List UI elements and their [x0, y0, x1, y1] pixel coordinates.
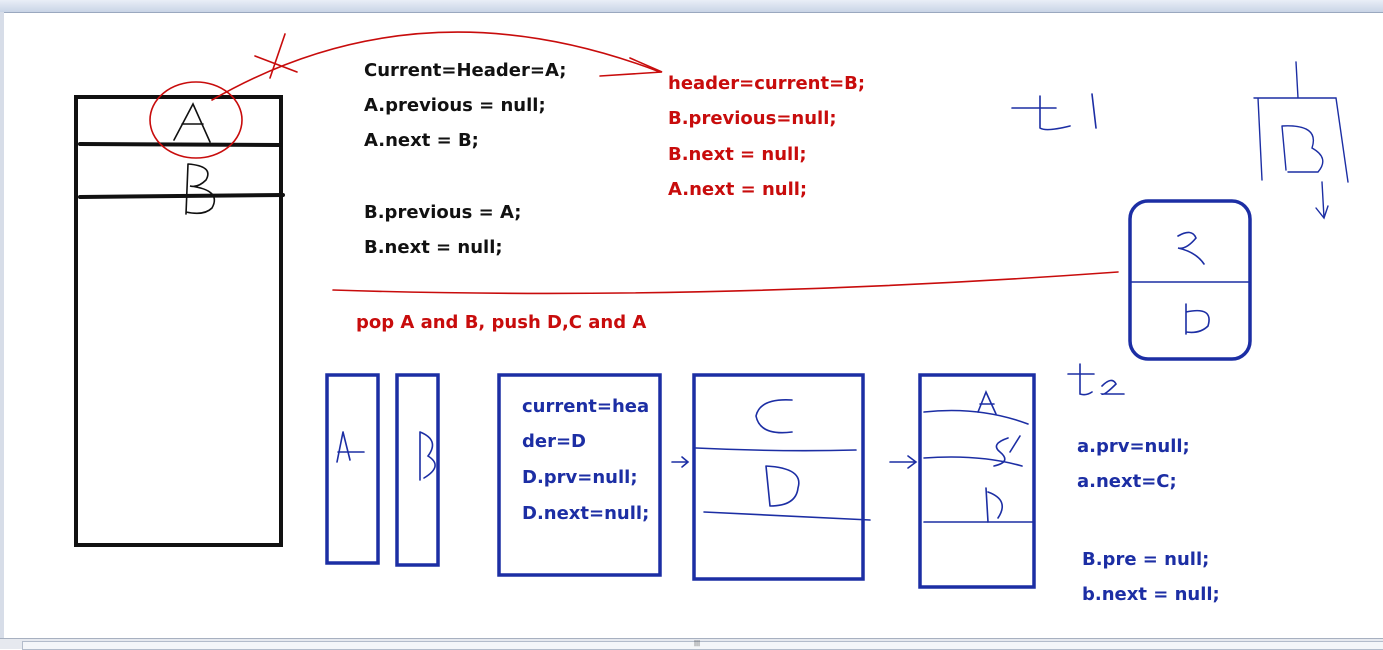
code-line: B.next = null;	[668, 144, 807, 165]
far-right-diagram	[1253, 61, 1349, 183]
red-cross-mark	[254, 33, 298, 79]
code-line: B.pre = null;	[1082, 549, 1210, 570]
box2-letter-d	[765, 465, 800, 507]
right-letter-b	[1185, 303, 1210, 335]
scroll-grip-icon: |||	[694, 640, 701, 647]
red-arrow-head	[599, 57, 663, 77]
blue-drawings	[325, 61, 1349, 589]
arrow-right-1	[671, 456, 690, 468]
rounded-box-cb	[1128, 199, 1252, 361]
window-top-toolbar	[0, 0, 1383, 13]
main-stack-box	[74, 95, 283, 547]
code-line: A.next = null;	[668, 179, 808, 200]
box3-letter-b	[985, 487, 1004, 523]
code-line: B.previous=null;	[668, 108, 837, 129]
stack-letter-b	[185, 163, 216, 215]
red-arrow-curve	[211, 31, 661, 101]
code-line: der=D	[522, 431, 586, 452]
stack-divider-2	[78, 193, 285, 199]
box2-letter-c	[755, 399, 793, 434]
code-line: A.previous = null;	[364, 95, 546, 116]
right-letter-c	[1177, 231, 1205, 265]
single-letter-a	[336, 431, 365, 463]
t2-mark	[1067, 363, 1125, 396]
code-line: a.prv=null;	[1077, 436, 1190, 457]
code-line: b.next = null;	[1082, 584, 1220, 605]
code-line: B.previous = A;	[364, 202, 522, 223]
main-stack-drawing	[74, 95, 285, 547]
code-line: a.next=C;	[1077, 471, 1177, 492]
single-box-b	[395, 373, 440, 567]
stack-box-cd	[692, 373, 865, 581]
red-circle-around-a	[149, 81, 243, 159]
caption: pop A and B, push D,C and A	[356, 312, 647, 333]
code-box	[497, 373, 662, 577]
box3-letter-c	[993, 435, 1021, 467]
stack-divider-1	[78, 142, 282, 147]
code-line: D.prv=null;	[522, 467, 638, 488]
box3-letter-a	[977, 389, 997, 415]
far-letter-b	[1281, 125, 1324, 173]
canvas-left-border	[0, 12, 4, 638]
single-letter-b	[419, 431, 436, 481]
t1-mark	[1011, 93, 1097, 131]
stack-box-acb	[918, 373, 1036, 589]
code-line: A.next = B;	[364, 130, 479, 151]
code-line: D.next=null;	[522, 503, 650, 524]
red-separator-line	[332, 271, 1119, 295]
code-line: current=hea	[522, 396, 650, 417]
arrow-right-2	[889, 455, 918, 469]
code-line: Current=Header=A;	[364, 60, 567, 81]
single-box-a	[325, 373, 380, 565]
stack-letter-a	[173, 102, 211, 143]
code-line: B.next = null;	[364, 237, 503, 258]
far-arrow-down	[1315, 181, 1329, 220]
code-line: header=current=B;	[668, 73, 866, 94]
red-annotations	[149, 31, 1119, 295]
